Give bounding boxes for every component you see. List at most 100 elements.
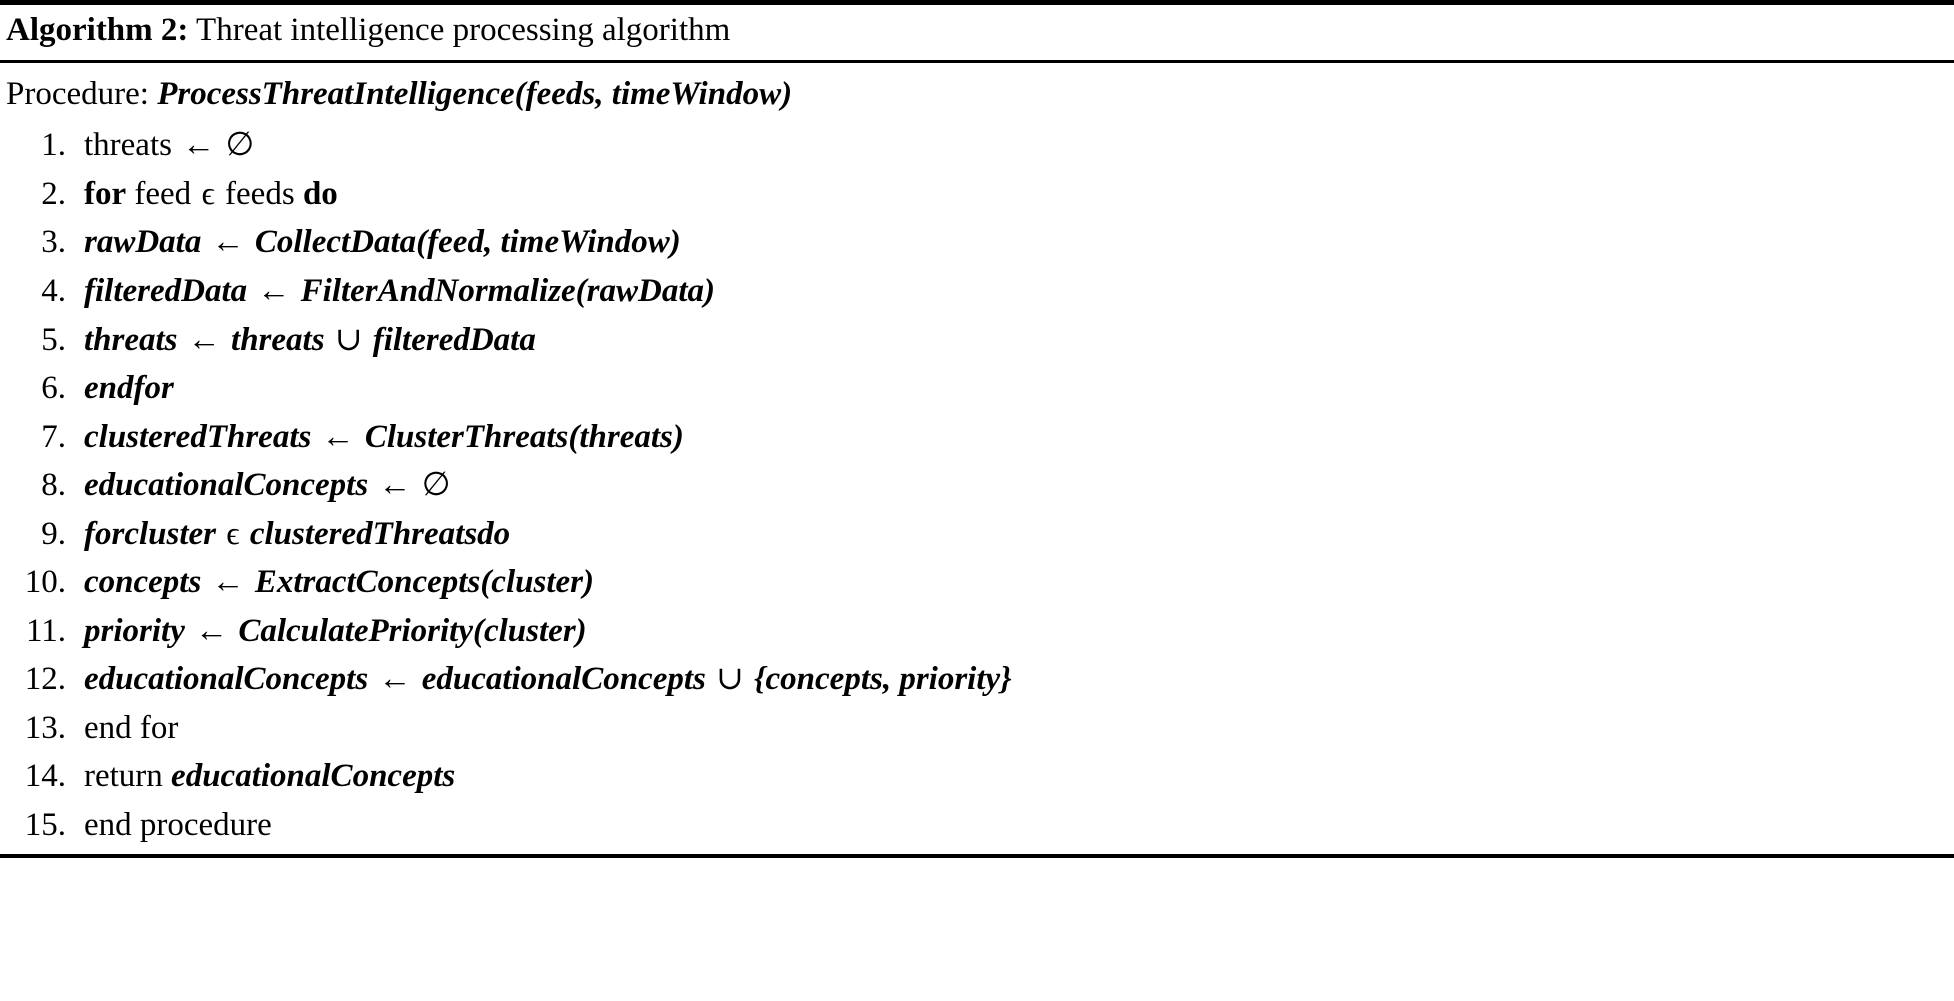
algorithm-header-rule [0,59,1954,63]
step-number: 2. [41,175,66,212]
step-token: FilterAndNormalize(rawData) [300,272,716,309]
step-token: ∅ [421,467,451,504]
step-text: forcluster ϵ clusteredThreatsdo [84,513,1948,557]
step-operator: ← [257,272,291,309]
step-token: endfor [84,370,174,407]
algorithm-step: 9. forcluster ϵ clusteredThreatsdo [6,510,1948,559]
step-number: 15. [24,806,66,843]
step-operator: ϵ [226,515,240,552]
step-text: return educationalConcepts [84,755,1948,799]
step-text: endfor [84,367,1948,411]
step-token: CollectData(feed, timeWindow) [254,224,681,261]
step-operator: ∪ [334,321,363,358]
algorithm-step: 14. return educationalConcepts [6,753,1948,802]
algorithm-steps-list: 1. threats ← ∅ 2. for feed ϵ feeds do 3. rawD… [6,122,1948,850]
step-operator: ϵ [201,175,215,212]
step-text: threats ← ∅ [84,124,1948,168]
procedure-keyword: Procedure: [6,75,149,112]
algorithm-step: 8. educationalConcepts ← ∅ [6,462,1948,511]
step-number: 1. [41,127,66,164]
step-text: rawData ← CollectData(feed, timeWindow) [84,221,1948,265]
step-token: clusteredThreatsdo [249,515,511,552]
algorithm-step: 15. end procedure [6,801,1948,850]
step-token: rawData [84,224,202,261]
algorithm-step: 7. clusteredThreats ← ClusterThreats(thre… [6,413,1948,462]
algorithm-caption-title: Threat intelligence processing algorithm [196,12,731,48]
step-token: educationalConcepts [84,661,369,698]
step-number: 7. [41,418,66,455]
step-token: educationalConcepts [421,661,706,698]
step-operator: ∪ [716,661,744,698]
step-number: 3. [41,224,66,261]
step-token: threats [231,321,325,358]
step-token: concepts [84,564,202,601]
step-text: end for [84,707,1948,751]
step-number: 4. [41,272,66,309]
step-token: end procedure [84,806,272,843]
step-token: feeds [225,175,295,212]
step-number: 10. [24,564,66,601]
step-token: return [84,758,163,795]
algorithm-bottom-rule [0,854,1954,859]
algorithm-step: 10. concepts ← ExtractConcepts(cluster) [6,559,1948,608]
step-token: filteredData [84,272,248,309]
algorithm-body: Procedure: ProcessThreatIntelligence(fee… [0,63,1954,854]
step-operator: ← [211,224,245,261]
algorithm-step: 4. filteredData ← FilterAndNormalize(rawD… [6,267,1948,316]
step-text: for feed ϵ feeds do [84,173,1948,217]
step-token: educationalConcepts [84,467,369,504]
step-operator: ← [378,661,412,698]
step-token: ClusterThreats(threats) [364,418,684,455]
step-token: for [84,175,127,212]
algorithm-float: Algorithm 2: Threat intelligence process… [0,0,1954,859]
step-text: concepts ← ExtractConcepts(cluster) [84,561,1948,605]
step-token: CalculatePriority(cluster) [238,612,587,649]
step-token: do [302,175,338,212]
algorithm-step: 3. rawData ← CollectData(feed, timeWindow… [6,219,1948,268]
algorithm-step: 2. for feed ϵ feeds do [6,170,1948,219]
step-number: 8. [41,467,66,504]
step-token: ExtractConcepts(cluster) [254,564,594,601]
step-number: 9. [41,515,66,552]
step-token: feed [134,175,192,212]
algorithm-step: 11. priority ← CalculatePriority(cluster) [6,607,1948,656]
step-token: priority [84,612,185,649]
step-text: threats ← threats ∪ filteredData [84,319,1948,363]
step-operator: ← [321,418,355,455]
step-number: 12. [24,661,66,698]
step-token: filteredData [372,321,536,358]
step-operator: ← [187,321,221,358]
algorithm-step: 5. threats ← threats ∪ filteredData [6,316,1948,365]
step-token: threats [84,321,178,358]
step-token: ∅ [225,127,255,164]
algorithm-step: 1. threats ← ∅ [6,122,1948,171]
step-operator: ← [378,467,412,504]
step-token: clusteredThreats [84,418,312,455]
algorithm-caption: Algorithm 2: Threat intelligence process… [0,5,1954,60]
step-text: educationalConcepts ← ∅ [84,464,1948,508]
step-token: forcluster [84,515,216,552]
algorithm-step: 13. end for [6,704,1948,753]
step-number: 13. [24,709,66,746]
step-text: end procedure [84,804,1948,848]
step-operator: ← [195,612,229,649]
step-number: 11. [25,612,66,649]
algorithm-step: 12. educationalConcepts ← educationalConc… [6,656,1948,705]
step-operator: ← [211,564,245,601]
step-text: filteredData ← FilterAndNormalize(rawDat… [84,270,1948,314]
step-number: 5. [41,321,66,358]
step-text: priority ← CalculatePriority(cluster) [84,610,1948,654]
algorithm-step: 6.endfor [6,365,1948,414]
step-token: threats [84,127,172,164]
step-text: educationalConcepts ← educationalConcept… [84,658,1948,702]
step-token: educationalConcepts [171,758,456,795]
step-number: 14. [24,758,66,795]
procedure-signature: ProcessThreatIntelligence(feeds, timeWin… [157,75,793,112]
step-text: clusteredThreats ← ClusterThreats(threat… [84,416,1948,460]
algorithm-top-rule [0,0,1954,5]
procedure-signature-line: Procedure: ProcessThreatIntelligence(fee… [6,71,1948,122]
step-operator: ← [182,127,216,164]
step-token: {concepts, priority} [754,661,1012,698]
algorithm-caption-label: Algorithm 2: [6,12,189,48]
step-token: end for [84,709,179,746]
